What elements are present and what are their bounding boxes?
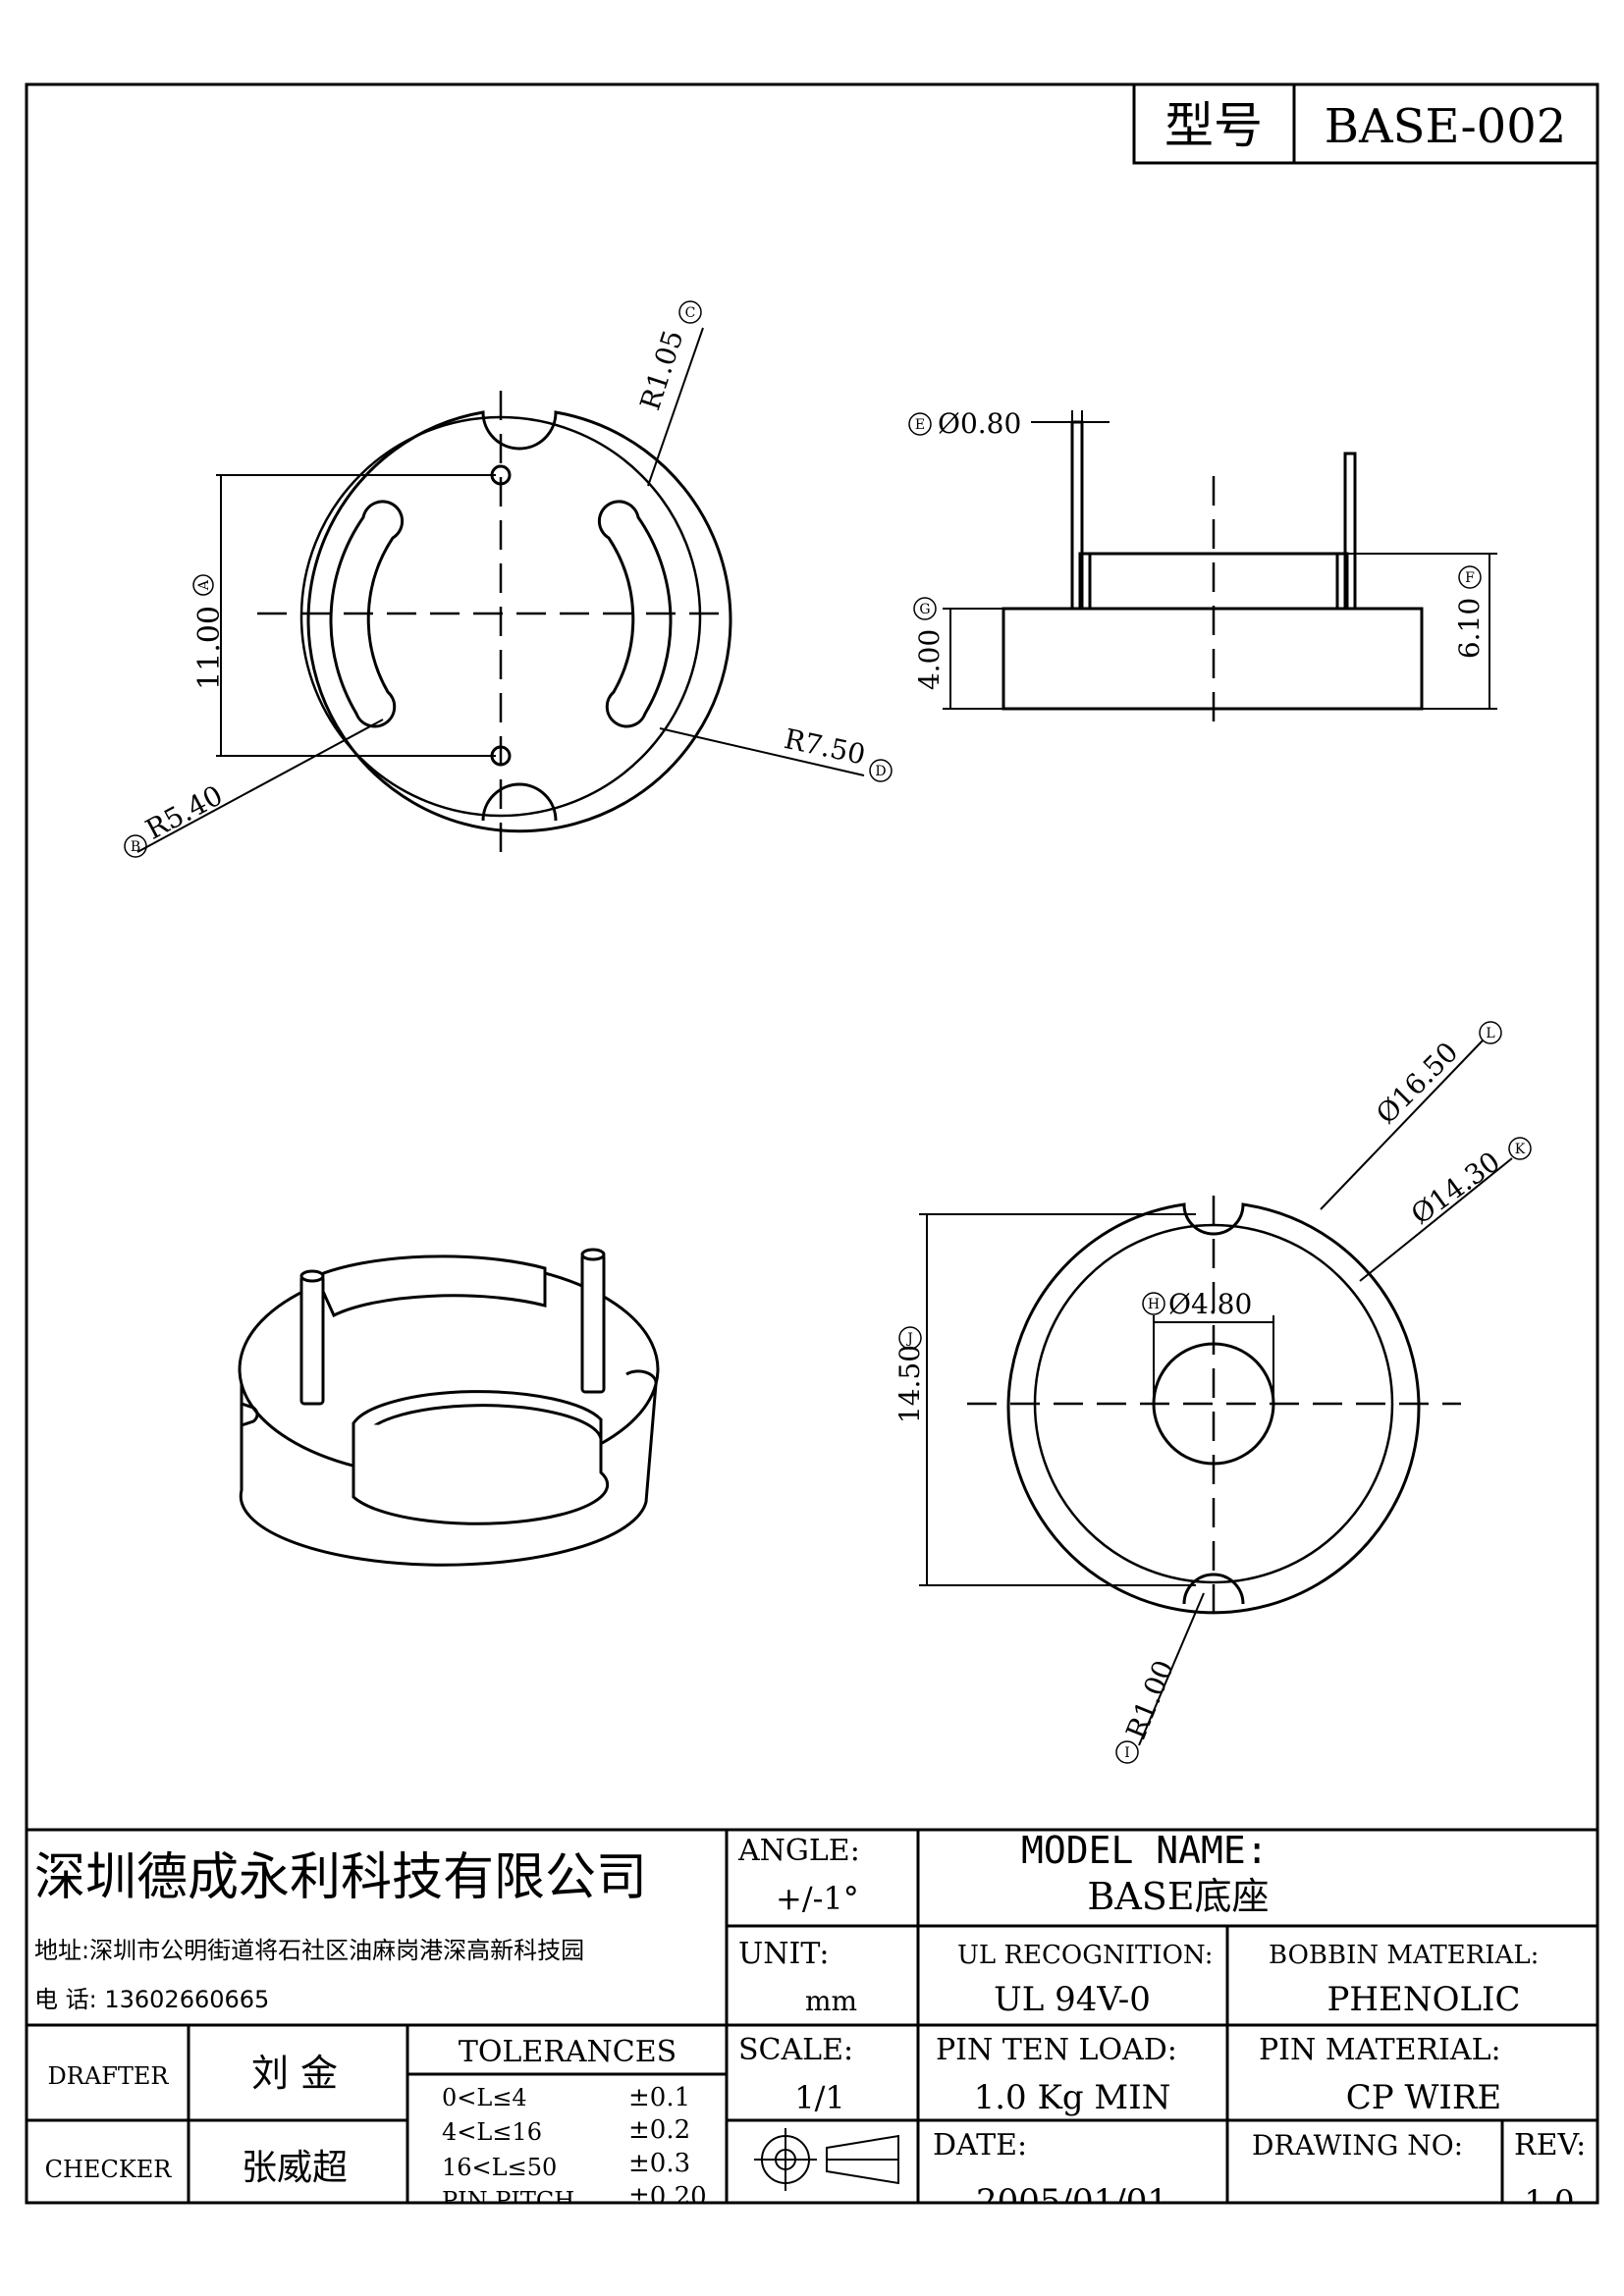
- tolerance-range: PIN PITCH: [442, 2187, 574, 2215]
- dimension-E: [1031, 410, 1110, 432]
- scale-label: SCALE:: [738, 2033, 853, 2067]
- dimension-I-marker: I: [1124, 1745, 1130, 1761]
- dimension-L-marker: L: [1486, 1026, 1494, 1041]
- model-name-label: MODEL NAME:: [1021, 1829, 1269, 1872]
- tolerance-range: 4<L≤16: [442, 2118, 542, 2146]
- bobbin-material-label: BOBBIN MATERIAL:: [1269, 1941, 1539, 1970]
- dimension-J-marker: J: [905, 1331, 913, 1347]
- sheet-border: [25, 82, 1599, 2205]
- model-number-box: 型号 BASE-002: [1132, 82, 1599, 165]
- isometric-view: [238, 1248, 660, 1567]
- dimension-F-value: 6.10: [1453, 598, 1486, 659]
- date-value: 2005/01/01: [976, 2182, 1168, 2221]
- dimension-B-value: R5.40: [140, 778, 228, 845]
- top-view-centerlines: [257, 391, 727, 854]
- tolerance-value: ±0.20: [628, 2182, 707, 2212]
- unit-value: mm: [805, 1985, 857, 2017]
- tolerance-value: ±0.3: [628, 2149, 690, 2178]
- dimension-H-marker: H: [1148, 1297, 1160, 1312]
- dimension-F-marker: F: [1465, 570, 1475, 586]
- tolerance-range: 16<L≤50: [442, 2154, 557, 2181]
- dimension-C-value: R1.05: [633, 326, 689, 414]
- dimension-J-value: 14.50: [893, 1345, 926, 1423]
- pin-load-value: 1.0 Kg MIN: [974, 2078, 1171, 2117]
- model-name-value: BASE底座: [1087, 1875, 1269, 1918]
- pin-material-value: CP WIRE: [1346, 2078, 1502, 2117]
- dimension-K-value: Ø14.30: [1405, 1146, 1506, 1231]
- model-number-value: BASE-002: [1325, 99, 1567, 154]
- dimension-E-value: Ø0.80: [938, 407, 1021, 440]
- dimension-D-value: R7.50: [782, 722, 868, 772]
- unit-label: UNIT:: [738, 1937, 829, 1971]
- scale-value: 1/1: [794, 2079, 845, 2116]
- pin-material-label: PIN MATERIAL:: [1259, 2033, 1501, 2067]
- tolerance-value: ±0.1: [628, 2083, 690, 2112]
- company-phone: 电 话: 13602660665: [34, 1986, 269, 2013]
- date-label: DATE:: [933, 2128, 1027, 2163]
- dimension-B-marker: B: [131, 839, 140, 855]
- tolerance-range: 0<L≤4: [442, 2084, 527, 2111]
- bobbin-material-value: PHENOLIC: [1327, 1980, 1521, 2019]
- model-number-label: 型号: [1164, 97, 1263, 154]
- tolerances-table: 0<L≤4 ±0.1 4<L≤16 ±0.2 16<L≤50 ±0.3 PIN …: [442, 2083, 707, 2215]
- dimension-K-marker: K: [1515, 1142, 1526, 1157]
- dimension-G-value: 4.00: [913, 629, 946, 690]
- ul-recognition-value: UL 94V-0: [994, 1980, 1151, 2019]
- bottom-view-centerlines: [967, 1196, 1461, 1620]
- dimension-C-marker: C: [685, 305, 696, 321]
- title-block-grid: [27, 1828, 1597, 2203]
- checker-value: 张威超: [242, 2148, 348, 2188]
- tolerance-value: ±0.2: [628, 2115, 690, 2145]
- projection-symbol-icon: [754, 2128, 899, 2191]
- dimension-H-value: Ø4.80: [1168, 1288, 1252, 1320]
- dimension-H: [1153, 1315, 1274, 1399]
- dimension-A-marker: A: [196, 579, 212, 591]
- company-name: 深圳德成永利科技有限公司: [34, 1848, 647, 1907]
- dimension-G-marker: G: [919, 602, 930, 617]
- angle-value: +/-1°: [776, 1880, 859, 1917]
- dimension-J: [919, 1213, 1196, 1586]
- pin-load-label: PIN TEN LOAD:: [936, 2033, 1177, 2067]
- dimension-F: [1347, 553, 1497, 710]
- dimension-A-value: 11.00: [192, 606, 227, 690]
- checker-label: CHECKER: [45, 2156, 173, 2183]
- dimension-E-marker: E: [915, 417, 925, 433]
- angle-label: ANGLE:: [737, 1834, 860, 1868]
- dimension-G: [943, 608, 1003, 710]
- drafter-value: 刘 金: [251, 2052, 338, 2095]
- rev-label: REV:: [1514, 2128, 1586, 2163]
- dimension-D-marker: D: [875, 764, 886, 779]
- dimension-L-value: Ø16.50: [1370, 1036, 1464, 1130]
- company-address: 地址:深圳市公明街道将石社区油麻岗港深高新科技园: [34, 1937, 584, 1964]
- drawing-no-label: DRAWING NO:: [1252, 2129, 1463, 2162]
- dimension-I-value: R1.00: [1119, 1656, 1180, 1744]
- tolerances-label: TOLERANCES: [459, 2035, 677, 2069]
- dimension-A: [216, 474, 496, 757]
- ul-recognition-label: UL RECOGNITION:: [957, 1941, 1214, 1970]
- drafter-label: DRAFTER: [48, 2062, 170, 2090]
- rev-value: 1.0: [1525, 2183, 1575, 2220]
